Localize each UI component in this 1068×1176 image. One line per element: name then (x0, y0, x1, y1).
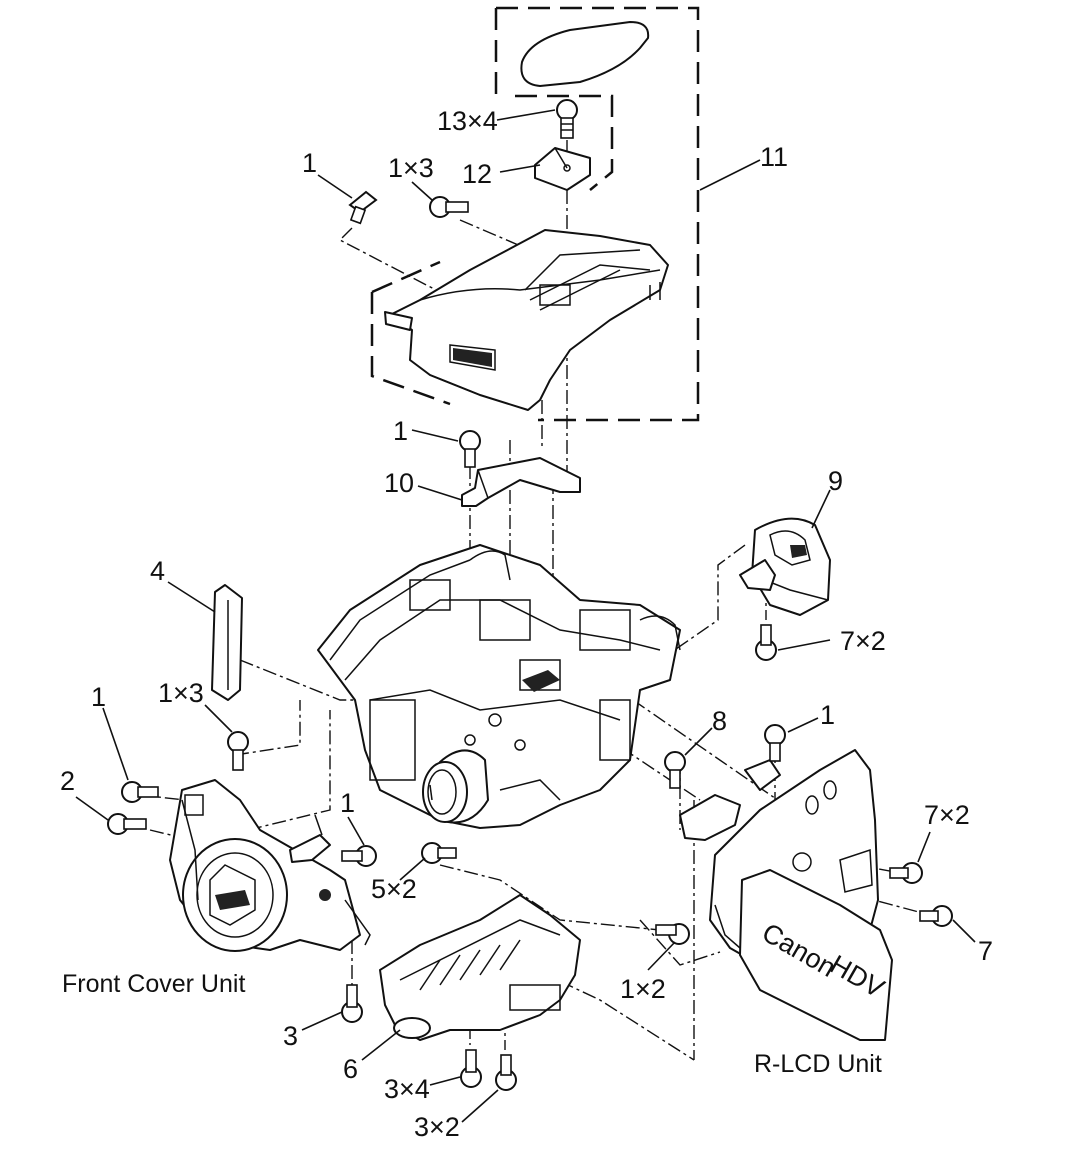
callout-labels: 13×4 12 11 1 1×3 1 10 9 4 7×2 1 1×3 8 1 … (60, 106, 993, 1142)
callout-1-mid: 1 (393, 416, 408, 446)
screw-5 (421, 842, 457, 864)
r-lcd-unit-label: R-LCD Unit (754, 1050, 882, 1078)
r-lcd-unit: Canon HDV (709, 559, 893, 1041)
callout-3x4: 3×4 (384, 1074, 430, 1104)
screw-1x3-top (429, 196, 469, 218)
screw-2 (107, 813, 147, 835)
front-cover-unit (169, 779, 371, 952)
callout-13x4: 13×4 (437, 106, 498, 136)
top-cover-part-11 (384, 229, 669, 411)
screw-7x2-right (889, 862, 923, 884)
callout-7: 7 (978, 936, 993, 966)
screw-1-right (764, 724, 786, 762)
unit-labels: Front Cover Unit R-LCD Unit (62, 970, 882, 1078)
screw-7-rear (755, 624, 777, 661)
callout-1-right: 1 (820, 700, 835, 730)
side-panel-part-4 (211, 584, 243, 701)
bracket-part-10 (461, 457, 581, 507)
callout-1-left: 1 (91, 682, 106, 712)
callout-4: 4 (150, 556, 165, 586)
screw-1-front (341, 845, 377, 867)
top-assembly-boundary (370, 6, 700, 422)
screw-1x3-left (227, 731, 249, 771)
camcorder-main-chassis (317, 544, 681, 829)
callout-11: 11 (760, 142, 788, 172)
callout-9: 9 (828, 466, 843, 496)
callout-7x2-rear: 7×2 (840, 626, 886, 656)
screw-7-right (919, 905, 953, 927)
screw-1x2 (655, 923, 690, 945)
top-bracket-part-12 (534, 147, 591, 191)
callout-5x2: 5×2 (371, 874, 417, 904)
callout-3x2: 3×2 (414, 1112, 460, 1142)
front-cover-unit-label: Front Cover Unit (62, 970, 245, 998)
screws (107, 99, 953, 1091)
screw-1-mid (459, 430, 481, 468)
callout-2: 2 (60, 766, 75, 796)
top-cover-lid (520, 21, 650, 87)
callout-7x2-right: 7×2 (924, 800, 970, 830)
screw-3x4 (460, 1049, 482, 1088)
callout-1-front: 1 (340, 788, 355, 818)
small-bracket-parts (289, 759, 781, 863)
callout-10: 10 (384, 468, 414, 498)
callout-8: 8 (712, 706, 727, 736)
screw-3-left (341, 984, 363, 1023)
callout-1x2: 1×2 (620, 974, 666, 1004)
callout-3-left: 3 (283, 1021, 298, 1051)
callout-12: 12 (462, 159, 492, 189)
bottom-cover-part-6 (379, 894, 581, 1041)
leader-lines (75, 109, 976, 1123)
callout-1-top: 1 (302, 148, 317, 178)
callout-1x3-top: 1×3 (388, 153, 434, 183)
screw-13 (556, 99, 578, 139)
screw-3x2 (495, 1054, 517, 1091)
callout-6: 6 (343, 1054, 358, 1084)
screw-1-left (121, 781, 159, 803)
callout-1x3-left: 1×3 (158, 678, 204, 708)
screw-1-top (348, 190, 378, 225)
screw-8 (664, 751, 686, 789)
